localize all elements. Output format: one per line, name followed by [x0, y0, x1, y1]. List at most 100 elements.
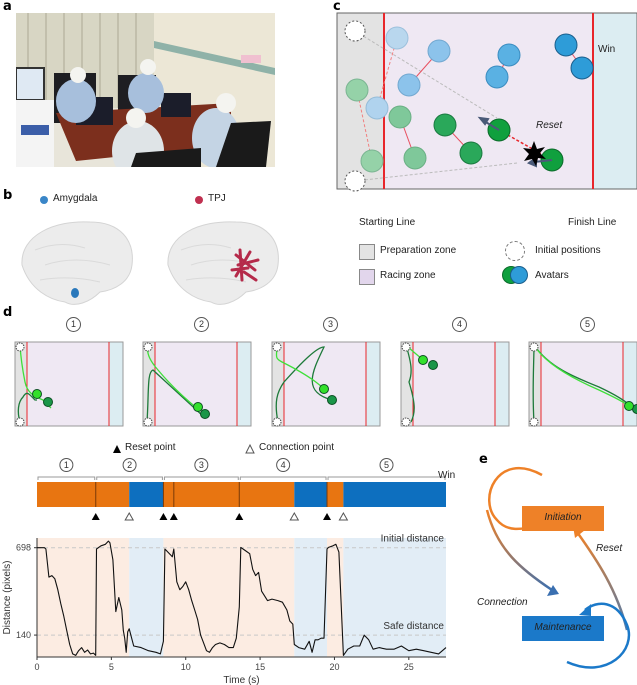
connection-transition-label: Connection [477, 597, 528, 608]
trial-bracket-1: 1 [37, 458, 96, 480]
initiation-self-loop [488, 467, 543, 531]
tpj-legend-label: TPJ [208, 193, 226, 204]
state-segment-initiation [163, 482, 295, 507]
trial-number-4: 4 [452, 317, 467, 332]
reset-label: Reset [536, 120, 563, 131]
background-band-maintenance [294, 538, 328, 657]
svg-text:5: 5 [384, 460, 389, 470]
blue-avatar-icon [510, 266, 528, 284]
trial-number-2: 2 [194, 317, 209, 332]
trial-thumbnail-1 [14, 341, 124, 427]
initial-position-marker [272, 342, 282, 352]
trial-bracket-5: 5 [327, 458, 446, 480]
connection-arrow [485, 509, 553, 592]
starting-line-label: Starting Line [359, 217, 416, 228]
x-tick-label: 25 [404, 662, 414, 672]
y-tick-label: 140 [16, 630, 31, 640]
tpj-legend-dot [195, 196, 203, 204]
trial-bracket-4: 4 [239, 458, 327, 480]
race-schematic [336, 12, 637, 192]
state-segment-maintenance [294, 482, 328, 507]
reset-point-marker [235, 513, 244, 520]
distance-series-line [37, 540, 447, 656]
preparation-zone-label: Preparation zone [380, 245, 457, 256]
state-segment-initiation [37, 482, 130, 507]
state-timeline: 1 2 3 4 5 [37, 458, 446, 521]
trial-number-1: 1 [66, 317, 81, 332]
avatar-light [624, 401, 634, 411]
brain-renderings [21, 221, 279, 305]
avatar-dark [428, 360, 438, 370]
panel-letter-a: a [3, 0, 12, 14]
initial-position-marker [15, 417, 25, 427]
connection-point-marker [338, 511, 349, 521]
trial-thumbnail-3 [271, 341, 381, 427]
svg-text:2: 2 [127, 460, 132, 470]
background-band-initiation [163, 538, 295, 657]
x-tick-label: 5 [109, 662, 114, 672]
reset-point-marker [323, 513, 332, 520]
svg-text:3: 3 [199, 460, 204, 470]
x-tick-label: 0 [34, 662, 39, 672]
panel-letter-e: e [479, 452, 488, 467]
connection-point-marker [289, 511, 300, 521]
panel-letter-d: d [3, 305, 13, 320]
avatar-light [418, 355, 428, 365]
svg-text:4: 4 [281, 460, 286, 470]
reset-star-icon [523, 141, 546, 166]
initial-position-icon [505, 241, 525, 261]
reset-point-legend-icon [113, 445, 121, 453]
initial-position-marker [15, 342, 25, 352]
reset-point-marker [91, 513, 100, 520]
y-tick-label: 698 [16, 543, 31, 553]
maintenance-state-box [522, 616, 604, 641]
reset-transition-label: Reset [596, 543, 623, 554]
experiment-photo [16, 13, 275, 167]
panel-letter-b: b [3, 188, 13, 203]
brain-tpj [167, 221, 279, 305]
initial-position-marker [143, 417, 153, 427]
x-axis-label: Time (s) [223, 675, 259, 685]
amygdala-legend-dot [40, 196, 48, 204]
reset-point-marker [159, 513, 168, 520]
maintenance-self-loop [566, 602, 631, 669]
y-axis-label: Distance (pixels) [2, 561, 13, 635]
background-band-maintenance [343, 538, 446, 657]
initial-position-marker [529, 417, 539, 427]
state-segment-initiation [327, 482, 344, 507]
initial-position-marker [143, 342, 153, 352]
trial-thumbnail-4 [400, 341, 510, 427]
panel-letter-c: c [333, 0, 341, 14]
win-label: Win [598, 44, 616, 55]
avatar-light [319, 384, 329, 394]
trial-thumbnail-2 [142, 341, 252, 427]
trial-number-5: 5 [580, 317, 595, 332]
avatar-dark [43, 397, 53, 407]
avatar-dark [327, 395, 337, 405]
x-tick-label: 15 [255, 662, 265, 672]
avatar-light [193, 402, 203, 412]
background-band-initiation [37, 538, 130, 657]
win-zone [593, 13, 637, 189]
state-segment-maintenance [129, 482, 164, 507]
initial-positions-label: Initial positions [535, 245, 601, 256]
amygdala-region [71, 288, 79, 298]
timeline-win-label: Win [438, 470, 456, 481]
initiation-state-label: Initiation [544, 512, 582, 523]
brain-amygdala [21, 221, 133, 305]
background-band-maintenance [129, 538, 164, 657]
trial-number-3: 3 [323, 317, 338, 332]
state-segment-maintenance [343, 482, 446, 507]
finish-line-label: Finish Line [568, 217, 617, 228]
reset-point-marker [169, 513, 178, 520]
x-tick-label: 10 [181, 662, 191, 672]
racing-zone-label: Racing zone [380, 270, 436, 281]
connection-point-marker [124, 511, 135, 521]
avatars-label: Avatars [535, 270, 569, 281]
reference-line-label: Initial distance [381, 534, 445, 545]
initial-position-marker [401, 417, 411, 427]
avatar-dark [200, 409, 210, 419]
x-tick-label: 20 [329, 662, 339, 672]
initial-position-marker [529, 342, 539, 352]
